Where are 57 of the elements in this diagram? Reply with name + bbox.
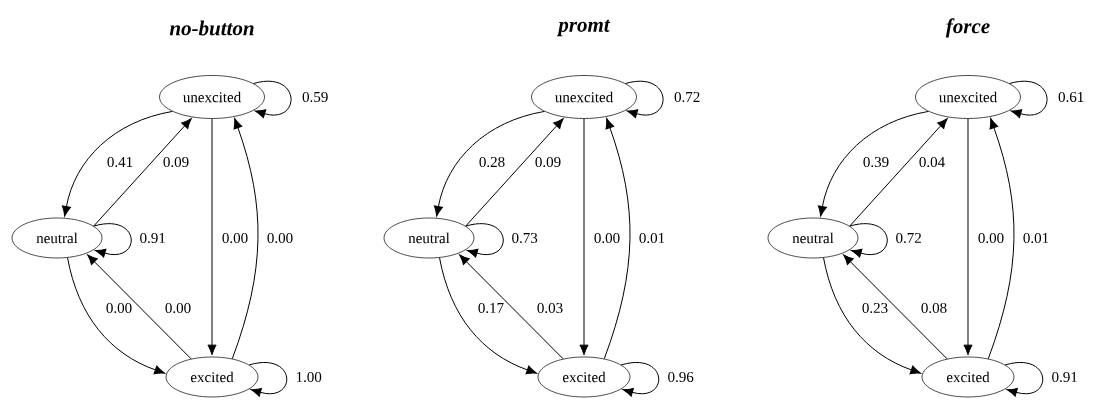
edge-label: 0.23 [860,301,890,315]
transition-arrow [849,118,948,227]
edge-label: 0.03 [535,301,565,315]
self-loop-arrow [253,80,292,119]
edge-label: 0.09 [161,155,191,169]
edge-label: 0.91 [140,232,165,244]
edge-label: 0.08 [919,301,949,315]
self-loop-arrow [849,223,888,258]
edge-label: 0.00 [163,301,193,315]
edge-label: 0.09 [533,155,563,169]
transition-arrow [93,118,192,227]
self-loop-arrow [1004,362,1044,397]
self-loop-arrow [620,362,660,397]
edge-label: 0.61 [1058,91,1084,103]
transition-arrow [231,118,259,360]
edge-label: 0.00 [976,231,1006,245]
panel-title: no-button [169,20,254,36]
transition-arrow [465,118,564,227]
edge-label: 0.00 [104,301,134,315]
panel-title: force [945,18,990,38]
self-loop-arrow [93,223,132,258]
self-loop-arrow [1009,80,1048,119]
edge-label: 0.28 [477,155,507,169]
edge-label: 0.73 [512,232,538,244]
self-loop-arrow [465,223,504,258]
edge-label: 0.04 [917,155,947,169]
transition-arrow [817,110,929,217]
edge-label: 0.41 [105,155,135,169]
transition-arrow [987,118,1015,360]
transition-arrow [87,254,192,360]
transition-arrow [433,110,545,217]
edge-label: 0.00 [220,231,250,245]
panel-title: promt [556,19,611,37]
transition-arrow [579,118,589,356]
self-loop-arrow [625,80,664,119]
transition-arrow [823,257,921,375]
transition-arrow [67,257,165,375]
transition-arrow [439,257,537,375]
transition-arrow [459,254,564,360]
edge-label: 1.00 [296,371,322,383]
edge-label: 0.72 [674,91,700,103]
edge-label: 0.01 [637,231,667,245]
transition-arrow [963,118,973,356]
edge-label: 0.17 [476,301,506,315]
edge-label: 0.39 [861,155,891,169]
transition-arrow [207,118,217,356]
edge-label: 0.00 [265,231,295,245]
transition-arrow [843,254,948,360]
edge-label: 0.01 [1021,231,1051,245]
edge-label: 0.91 [1052,371,1077,383]
edge-label: 0.72 [896,232,921,244]
edge-label: 0.96 [668,371,694,383]
transition-arrow [603,118,631,360]
self-loop-arrow [248,362,288,397]
edge-label: 0.59 [302,91,328,103]
transition-arrow [61,110,173,217]
edge-label: 0.00 [592,231,622,245]
